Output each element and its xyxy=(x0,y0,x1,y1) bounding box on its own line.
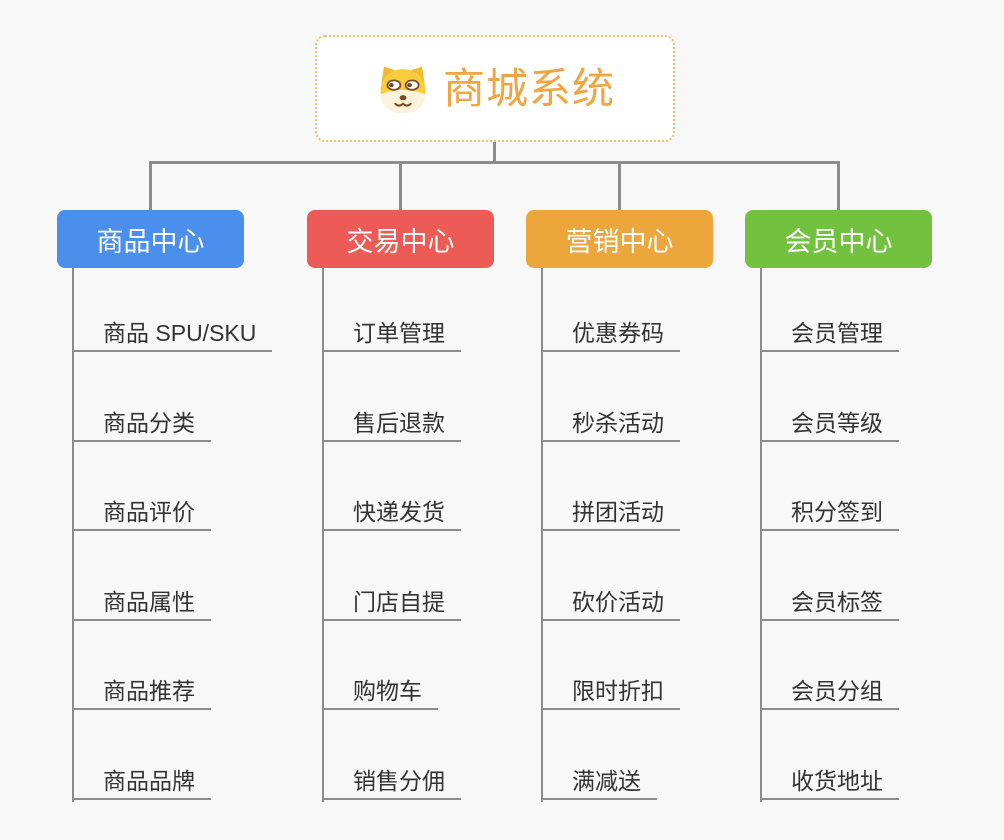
leaf-node[interactable]: 秒杀活动 xyxy=(541,404,680,442)
leaf-node[interactable]: 商品评价 xyxy=(72,493,211,531)
branch-drop-connector xyxy=(837,161,840,210)
leaf-node[interactable]: 积分签到 xyxy=(760,493,899,531)
leaf-node[interactable]: 优惠券码 xyxy=(541,314,680,352)
leaf-node[interactable]: 拼团活动 xyxy=(541,493,680,531)
branch-children-member-center: 会员管理 会员等级 积分签到 会员标签 会员分组 收货地址 xyxy=(745,268,995,808)
branch-trunk-connector xyxy=(541,268,543,802)
leaf-node[interactable]: 会员管理 xyxy=(760,314,899,352)
branch-trunk-connector xyxy=(322,268,324,802)
leaf-node[interactable]: 商品分类 xyxy=(72,404,211,442)
leaf-node[interactable]: 限时折扣 xyxy=(541,672,680,710)
root-stem-connector xyxy=(493,142,496,163)
branch-children-marketing-center: 优惠券码 秒杀活动 拼团活动 砍价活动 限时折扣 满减送 xyxy=(526,268,776,808)
leaf-node[interactable]: 订单管理 xyxy=(322,314,461,352)
leaf-node[interactable]: 门店自提 xyxy=(322,583,461,621)
leaf-node[interactable]: 会员等级 xyxy=(760,404,899,442)
branch-label: 营销中心 xyxy=(565,226,674,257)
branch-node-trade-center[interactable]: 交易中心 xyxy=(307,210,494,268)
leaf-node[interactable]: 会员分组 xyxy=(760,672,899,710)
branch-children-product-center: 商品 SPU/SKU 商品分类 商品评价 商品属性 商品推荐 商品品牌 xyxy=(57,268,307,808)
leaf-node[interactable]: 商品推荐 xyxy=(72,672,211,710)
branch-bus-connector xyxy=(149,161,840,164)
branch-trunk-connector xyxy=(760,268,762,802)
branch-node-member-center[interactable]: 会员中心 xyxy=(745,210,932,268)
leaf-node[interactable]: 商品属性 xyxy=(72,583,211,621)
leaf-node[interactable]: 快递发货 xyxy=(322,493,461,531)
leaf-node[interactable]: 售后退款 xyxy=(322,404,461,442)
leaf-node[interactable]: 商品品牌 xyxy=(72,762,211,800)
root-node-mall-system[interactable]: 商城系统 xyxy=(315,35,675,142)
dog-face-icon xyxy=(380,65,426,113)
branch-node-marketing-center[interactable]: 营销中心 xyxy=(526,210,713,268)
branch-children-trade-center: 订单管理 售后退款 快递发货 门店自提 购物车 销售分佣 xyxy=(307,268,557,808)
root-title: 商城系统 xyxy=(442,64,615,112)
branch-drop-connector xyxy=(149,161,152,210)
branch-label: 会员中心 xyxy=(784,226,893,257)
branch-trunk-connector xyxy=(72,268,74,802)
leaf-node[interactable]: 满减送 xyxy=(541,762,657,800)
branch-drop-connector xyxy=(618,161,621,210)
branch-node-product-center[interactable]: 商品中心 xyxy=(57,210,244,268)
branch-label: 商品中心 xyxy=(96,226,205,257)
leaf-node[interactable]: 销售分佣 xyxy=(322,762,461,800)
leaf-node[interactable]: 砍价活动 xyxy=(541,583,680,621)
leaf-node[interactable]: 收货地址 xyxy=(760,762,899,800)
branch-drop-connector xyxy=(399,161,402,210)
leaf-node[interactable]: 会员标签 xyxy=(760,583,899,621)
leaf-node[interactable]: 商品 SPU/SKU xyxy=(72,314,273,352)
leaf-node[interactable]: 购物车 xyxy=(322,672,438,710)
branch-label: 交易中心 xyxy=(346,226,455,257)
